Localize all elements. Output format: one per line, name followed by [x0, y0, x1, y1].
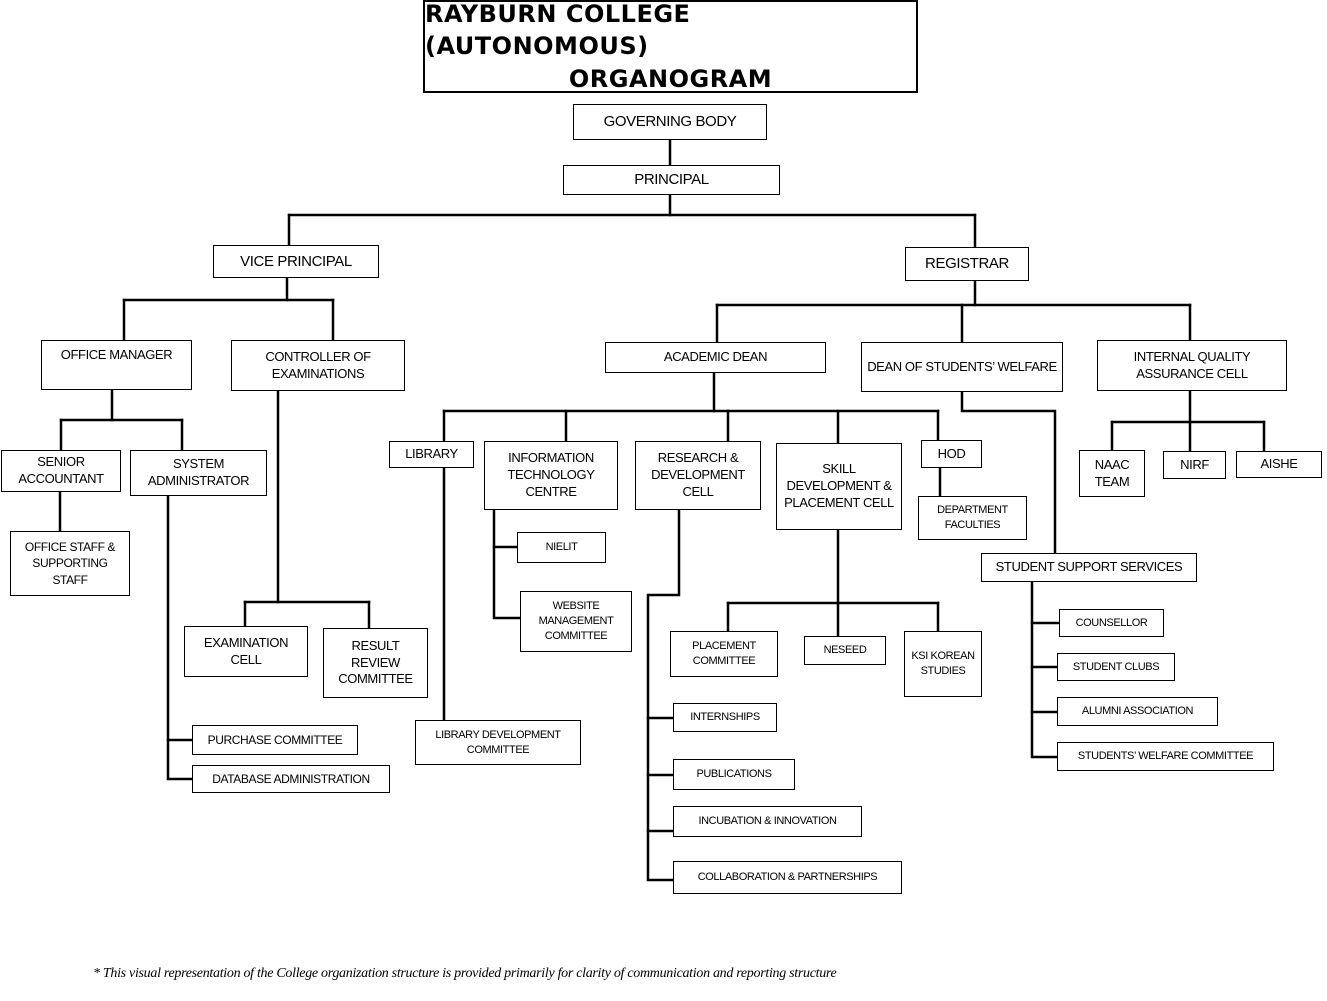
node-nielit: NIELIT: [517, 532, 606, 563]
node-purchase-committee: PURCHASE COMMITTEE: [192, 725, 358, 755]
node-database-administration: DATABASE ADMINISTRATION: [192, 765, 390, 793]
chart-title: RAYBURN COLLEGE (AUTONOMOUS) ORGANOGRAM: [423, 0, 918, 93]
node-senior-accountant: SENIOR ACCOUNTANT: [1, 450, 121, 492]
node-aishe: AISHE: [1236, 451, 1322, 478]
node-it-centre: INFORMATION TECHNOLOGY CENTRE: [484, 441, 618, 510]
connector: [166, 494, 194, 781]
node-examination-cell: EXAMINATION CELL: [184, 626, 308, 677]
node-registrar: REGISTRAR: [905, 247, 1029, 281]
node-office-staff: OFFICE STAFF & SUPPORTING STAFF: [10, 531, 130, 596]
node-library: LIBRARY: [389, 441, 474, 468]
node-publications: PUBLICATIONS: [673, 759, 795, 790]
node-library-development-committee: LIBRARY DEVELOPMENT COMMITTEE: [415, 720, 581, 765]
node-hod: HOD: [921, 440, 982, 468]
node-students-welfare-committee: STUDENTS’ WELFARE COMMITTEE: [1057, 742, 1274, 771]
node-internships: INTERNSHIPS: [673, 703, 777, 732]
node-result-review-committee: RESULT REVIEW COMMITTEE: [323, 628, 428, 698]
node-principal: PRINCIPAL: [563, 165, 780, 195]
node-naac-team: NAAC TEAM: [1079, 450, 1145, 497]
node-counsellor: COUNSELLOR: [1059, 609, 1164, 637]
node-controller-of-examinations: CONTROLLER OF EXAMINATIONS: [231, 340, 405, 391]
node-rnd-cell: RESEARCH & DEVELOPMENT CELL: [635, 441, 761, 510]
node-vice-principal: VICE PRINCIPAL: [213, 245, 379, 278]
node-student-support-services: STUDENT SUPPORT SERVICES: [981, 553, 1197, 582]
node-incubation-innovation: INCUBATION & INNOVATION: [673, 806, 862, 837]
node-student-clubs: STUDENT CLUBS: [1057, 653, 1175, 681]
title-line-2: ORGANOGRAM: [568, 64, 773, 93]
title-line-1: RAYBURN COLLEGE (AUTONOMOUS): [425, 0, 691, 61]
node-ksi-korean-studies: KSI KOREAN STUDIES: [904, 631, 982, 697]
node-office-manager: OFFICE MANAGER: [41, 340, 192, 390]
node-skill-development-cell: SKILL DEVELOPMENT & PLACEMENT CELL: [776, 443, 902, 530]
node-alumni-association: ALUMNI ASSOCIATION: [1057, 697, 1218, 726]
node-governing-body: GOVERNING BODY: [573, 104, 767, 140]
connector: [646, 508, 681, 882]
node-website-management-committee: WEBSITE MANAGEMENT COMMITTEE: [520, 591, 632, 652]
connector: [492, 508, 522, 620]
node-placement-committee: PLACEMENT COMMITTEE: [670, 631, 778, 677]
connector: [1030, 580, 1059, 759]
node-nirf: NIRF: [1163, 451, 1226, 479]
node-academic-dean: ACADEMIC DEAN: [605, 342, 826, 373]
connector: [960, 390, 1057, 555]
node-iqac: INTERNAL QUALITY ASSURANCE CELL: [1097, 340, 1287, 391]
node-neseed: NESEED: [804, 636, 886, 665]
node-dean-students-welfare: DEAN OF STUDENTS’ WELFARE: [861, 342, 1063, 392]
node-system-administrator: SYSTEM ADMINISTRATOR: [130, 450, 267, 496]
node-department-faculties: DEPARTMENT FACULTIES: [918, 496, 1027, 540]
node-collaboration-partnerships: COLLABORATION & PARTNERSHIPS: [673, 861, 902, 894]
footnote: * This visual representation of the Coll…: [93, 966, 837, 981]
